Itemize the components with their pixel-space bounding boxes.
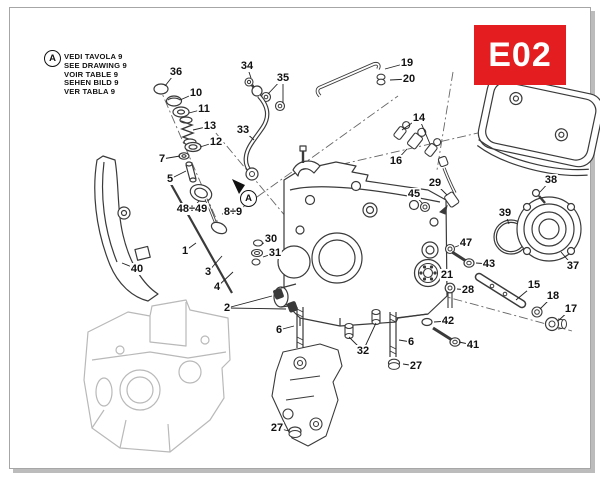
- oil-pipe-19-drawing: [315, 61, 386, 98]
- chain-guide-drawing: [94, 155, 159, 302]
- callout-leader: [184, 242, 197, 252]
- note-line: SEE DRAWING 9: [64, 60, 127, 70]
- note-line: VOIR TABLE 9: [64, 69, 119, 79]
- callout-leader: [398, 339, 412, 343]
- callout-leader: [179, 92, 197, 101]
- bearing-cover-drawing: [493, 188, 582, 262]
- callout-leader: [161, 155, 181, 160]
- callout-leader: [226, 307, 287, 310]
- reference-note: VEDI TAVOLA 9 SEE DRAWING 9 VOIR TABLE 9…: [64, 52, 127, 97]
- plate-badge: E02: [474, 25, 566, 85]
- callout-leader: [395, 148, 408, 162]
- cylinder-head-drawing: [273, 145, 448, 327]
- diagram-marker-a: A: [240, 190, 257, 207]
- callout-leader: [458, 341, 474, 346]
- side-fasteners-drawing: [413, 243, 475, 347]
- callout-leader: [267, 77, 284, 95]
- callout-leader: [384, 62, 408, 70]
- valve-cover-drawing: [476, 75, 600, 177]
- callout-leader: [539, 295, 554, 310]
- note-line: VEDI TAVOLA 9: [64, 52, 123, 61]
- fittings-14-16-drawing: [393, 121, 442, 157]
- callout-leader: [515, 284, 535, 301]
- callout-leader: [192, 125, 211, 131]
- callout-leader: [216, 271, 234, 288]
- callout-leader: [278, 325, 295, 331]
- callout-leader: [199, 141, 217, 148]
- callout-leader: [539, 179, 552, 193]
- note-line: VER TABLA 9: [64, 87, 116, 97]
- callout-leader: [454, 242, 467, 248]
- callout-leader: [226, 295, 273, 309]
- note-line: SEHEN BILD 9: [64, 78, 119, 88]
- diagram-marker-letter: A: [245, 193, 252, 204]
- callout-leader: [169, 170, 187, 180]
- callout-leader: [475, 262, 490, 265]
- callout-leader: [389, 78, 410, 81]
- callout-leader: [362, 322, 377, 352]
- callout-leader: [221, 211, 234, 215]
- ghost-head-drawing: [83, 299, 231, 453]
- callout-leader: [188, 108, 205, 114]
- callout-leader: [164, 71, 177, 87]
- marker-a-arrow: [232, 179, 245, 194]
- callout-leader: [456, 288, 469, 291]
- callout-leader: [262, 252, 276, 258]
- note-marker-letter: A: [49, 53, 56, 64]
- callout-leader: [191, 200, 200, 210]
- callout-leader: [402, 363, 417, 367]
- bracket-drawing: [271, 343, 343, 447]
- callout-leader: [261, 238, 272, 245]
- callout-leader: [433, 320, 449, 323]
- callout-leader: [434, 182, 448, 196]
- callout-leader: [348, 336, 364, 352]
- studs-and-nuts-drawing: [250, 239, 401, 438]
- callout-leader: [246, 65, 252, 79]
- note-marker-circle: A: [44, 50, 61, 67]
- sensor-29-drawing: [419, 155, 460, 215]
- callout-leader: [242, 129, 255, 141]
- shaft-15-drawing: [474, 272, 567, 332]
- valve-train-parts: [153, 83, 233, 294]
- oil-pipe-33-drawing: [243, 77, 286, 181]
